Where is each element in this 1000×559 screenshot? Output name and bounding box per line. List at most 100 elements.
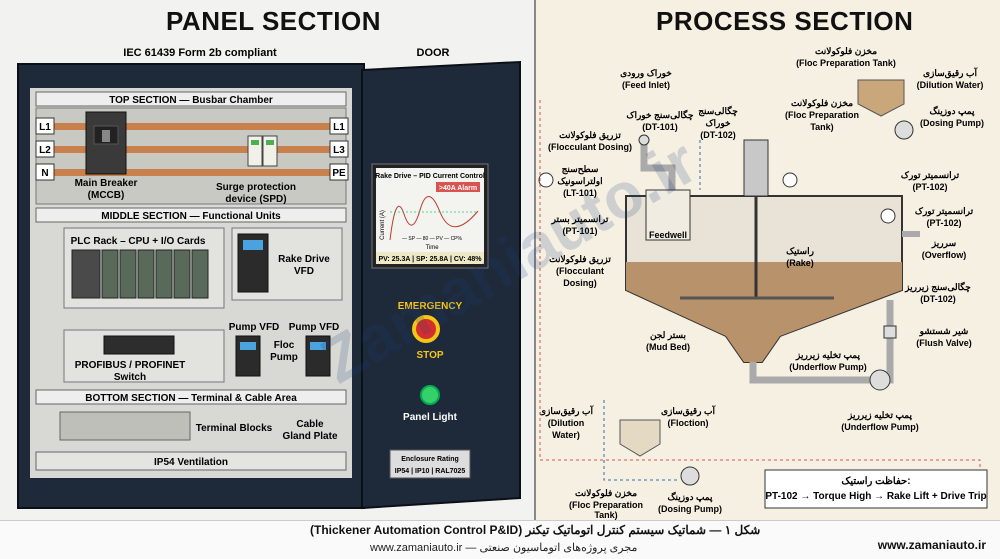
dosing-pump-bot-symbol bbox=[680, 466, 700, 486]
torque1-fa: ترانسمیتر تورک bbox=[901, 170, 960, 181]
feed-pipe bbox=[640, 140, 676, 196]
floc-tank-mid-fa: مخزن فلوکولانت bbox=[791, 98, 853, 109]
overflow-en: (Overflow) bbox=[922, 250, 967, 260]
hmi-ylabel: Current (A) bbox=[380, 210, 386, 240]
plc-card-5 bbox=[173, 249, 191, 299]
busbar-n bbox=[52, 169, 330, 176]
emergency-stop-button[interactable] bbox=[412, 315, 440, 343]
spd-sub: device (SPD) bbox=[225, 194, 286, 205]
cable-gland-label: Cable bbox=[296, 419, 324, 430]
floc-tank-top-vessel bbox=[857, 79, 905, 117]
cable-gland-sub: Gland Plate bbox=[282, 431, 337, 442]
floc-tank-bot-fa: مخزن فلوکولانت bbox=[575, 488, 637, 499]
bus-right-l3: L3 bbox=[333, 145, 345, 156]
bottom-section-header bbox=[35, 389, 347, 405]
protection-rule: PT-102 → Torque High → Rake Lift + Drive… bbox=[765, 491, 986, 502]
terminal-blocks-label: Terminal Blocks bbox=[196, 423, 273, 434]
top-section-header bbox=[35, 91, 347, 107]
floc-tank-top-en: (Floc Preparation Tank) bbox=[796, 58, 896, 68]
feed-density2-fa1: چگالی‌سنج bbox=[698, 105, 738, 117]
torque-transmitter-2-symbol bbox=[880, 208, 896, 224]
floc-tank-mid-en1: (Floc Preparation bbox=[785, 110, 859, 120]
enclosure-sub: IP54 | IP10 | RAL7025 bbox=[395, 468, 466, 475]
footer bbox=[0, 520, 1000, 559]
floction-en: (Floction) bbox=[668, 418, 709, 428]
underflow-pump1-en: (Underflow Pump) bbox=[789, 362, 867, 372]
section-divider bbox=[534, 0, 536, 520]
plc-card-6 bbox=[191, 249, 209, 299]
door-label: DOOR bbox=[417, 47, 450, 59]
dosing-pump-top-en: (Dosing Pump) bbox=[920, 118, 984, 128]
diagram-svg: IEC 61439 Form 2b compliant DOOR TOP SEC… bbox=[17, 46, 988, 520]
rake-vfd-sub: VFD bbox=[294, 266, 314, 277]
control-signal-line bbox=[539, 100, 981, 470]
level-fa2: اولتراسونیک bbox=[557, 176, 602, 187]
flush-valve-en: (Flush Valve) bbox=[916, 338, 972, 348]
terminal-blocks-strip bbox=[59, 411, 191, 441]
underflow-pump-symbol bbox=[869, 369, 891, 391]
busbar-chamber bbox=[35, 107, 347, 205]
plc-card-3 bbox=[137, 249, 155, 299]
rake-en: (Rake) bbox=[786, 258, 814, 268]
floc-dosing-top-fa: تزریق فلوکولانت bbox=[559, 130, 621, 141]
dilution-water-bot-en2: Water) bbox=[552, 430, 580, 440]
busbar-l2 bbox=[52, 146, 330, 153]
torque2-fa: ترانسمیتر تورک bbox=[915, 206, 974, 217]
rake-drive-motor bbox=[743, 139, 769, 197]
ventilation-label: IP54 Ventilation bbox=[154, 457, 228, 468]
floc-tank-top-fa: مخزن فلوکولانت bbox=[815, 46, 877, 57]
underflow-density-fa: چگالی‌سنج زیرریز bbox=[904, 281, 971, 293]
bed-pressure-en: (PT-101) bbox=[562, 226, 597, 236]
underflow-pump1-fa: پمپ تخلیه زیرریز bbox=[795, 350, 861, 361]
stop-label: STOP bbox=[416, 350, 443, 361]
dosing-feed-line bbox=[603, 400, 680, 481]
figure-caption: (Thickener Automation Control P&ID) شکل … bbox=[310, 523, 761, 537]
feed-inlet-valve bbox=[638, 134, 650, 146]
flush-valve-fa: شیر شستشو bbox=[919, 326, 969, 337]
floc-tank-bot-vessel bbox=[619, 419, 661, 457]
torque1-en: (PT-102) bbox=[912, 182, 947, 192]
level-fa1: سطح‌سنج bbox=[562, 164, 599, 175]
floc-tank-mid-en2: Tank) bbox=[810, 122, 833, 132]
dosing-pump-top-fa: پمپ دوزینگ bbox=[929, 105, 975, 117]
main-breaker-sub: (MCCB) bbox=[88, 190, 125, 201]
site-link[interactable]: www.zamaniauto.ir bbox=[877, 538, 986, 552]
spd-label: Surge protection bbox=[216, 182, 296, 193]
profibus-label: PROFIBUS / PROFINET bbox=[75, 360, 186, 371]
underflow-pump2-en: (Underflow Pump) bbox=[841, 422, 919, 432]
dosing-pump-bot-fa: پمپ دوزینگ bbox=[667, 491, 713, 503]
process-section-title: PROCESS SECTION bbox=[656, 6, 914, 36]
underflow-pump2-fa: پمپ تخلیه زیرریز bbox=[847, 410, 913, 421]
feed-density-en: (DT-101) bbox=[642, 122, 678, 132]
feed-density2-en: (DT-102) bbox=[700, 130, 736, 140]
plc-card-1 bbox=[101, 249, 119, 299]
torque2-en: (PT-102) bbox=[926, 218, 961, 228]
bus-left-l2: L2 bbox=[39, 145, 51, 156]
plc-card-2 bbox=[119, 249, 137, 299]
rake-vfd-label: Rake Drive bbox=[278, 254, 330, 265]
enclosure-label: Enclosure Rating bbox=[401, 456, 459, 463]
hmi-trend-pv bbox=[389, 196, 479, 241]
dilution-water-top-fa: آب رقیق‌سازی bbox=[923, 67, 979, 79]
mud-bed-en: (Mud Bed) bbox=[646, 342, 690, 352]
underflow-density-en: (DT-102) bbox=[920, 294, 956, 304]
network-switch-area bbox=[63, 329, 225, 383]
floc-dosing-top-en: (Flocculant Dosing) bbox=[548, 142, 632, 152]
dilution-water-bot-fa: آب رقیق‌سازی bbox=[539, 405, 595, 417]
pump-vfd-label-1: Pump VFD bbox=[229, 322, 280, 333]
rake-fa: راستیک bbox=[786, 246, 814, 257]
floc-tank-bot-en2: Tank) bbox=[594, 510, 617, 520]
hmi-alarm: >40A Alarm bbox=[439, 185, 477, 192]
panel-light-lamp bbox=[420, 385, 440, 405]
flush-valve-symbol bbox=[883, 325, 897, 339]
feedwell-label: Feedwell bbox=[649, 230, 687, 240]
mud-bed-fill bbox=[626, 262, 902, 362]
feed-inlet-en: (Feed Inlet) bbox=[622, 80, 670, 90]
level-en: (LT-101) bbox=[563, 188, 597, 198]
bed-pressure-fa: ترانسمیتر بستر bbox=[551, 214, 609, 225]
floc-pump-label: Floc bbox=[274, 340, 295, 351]
overflow-fa: سرریز bbox=[931, 238, 956, 249]
floc-dosing-left-en1: (Flocculant bbox=[556, 266, 604, 276]
busbar-l1 bbox=[52, 123, 330, 130]
dosing-pump-top-symbol bbox=[894, 120, 914, 140]
